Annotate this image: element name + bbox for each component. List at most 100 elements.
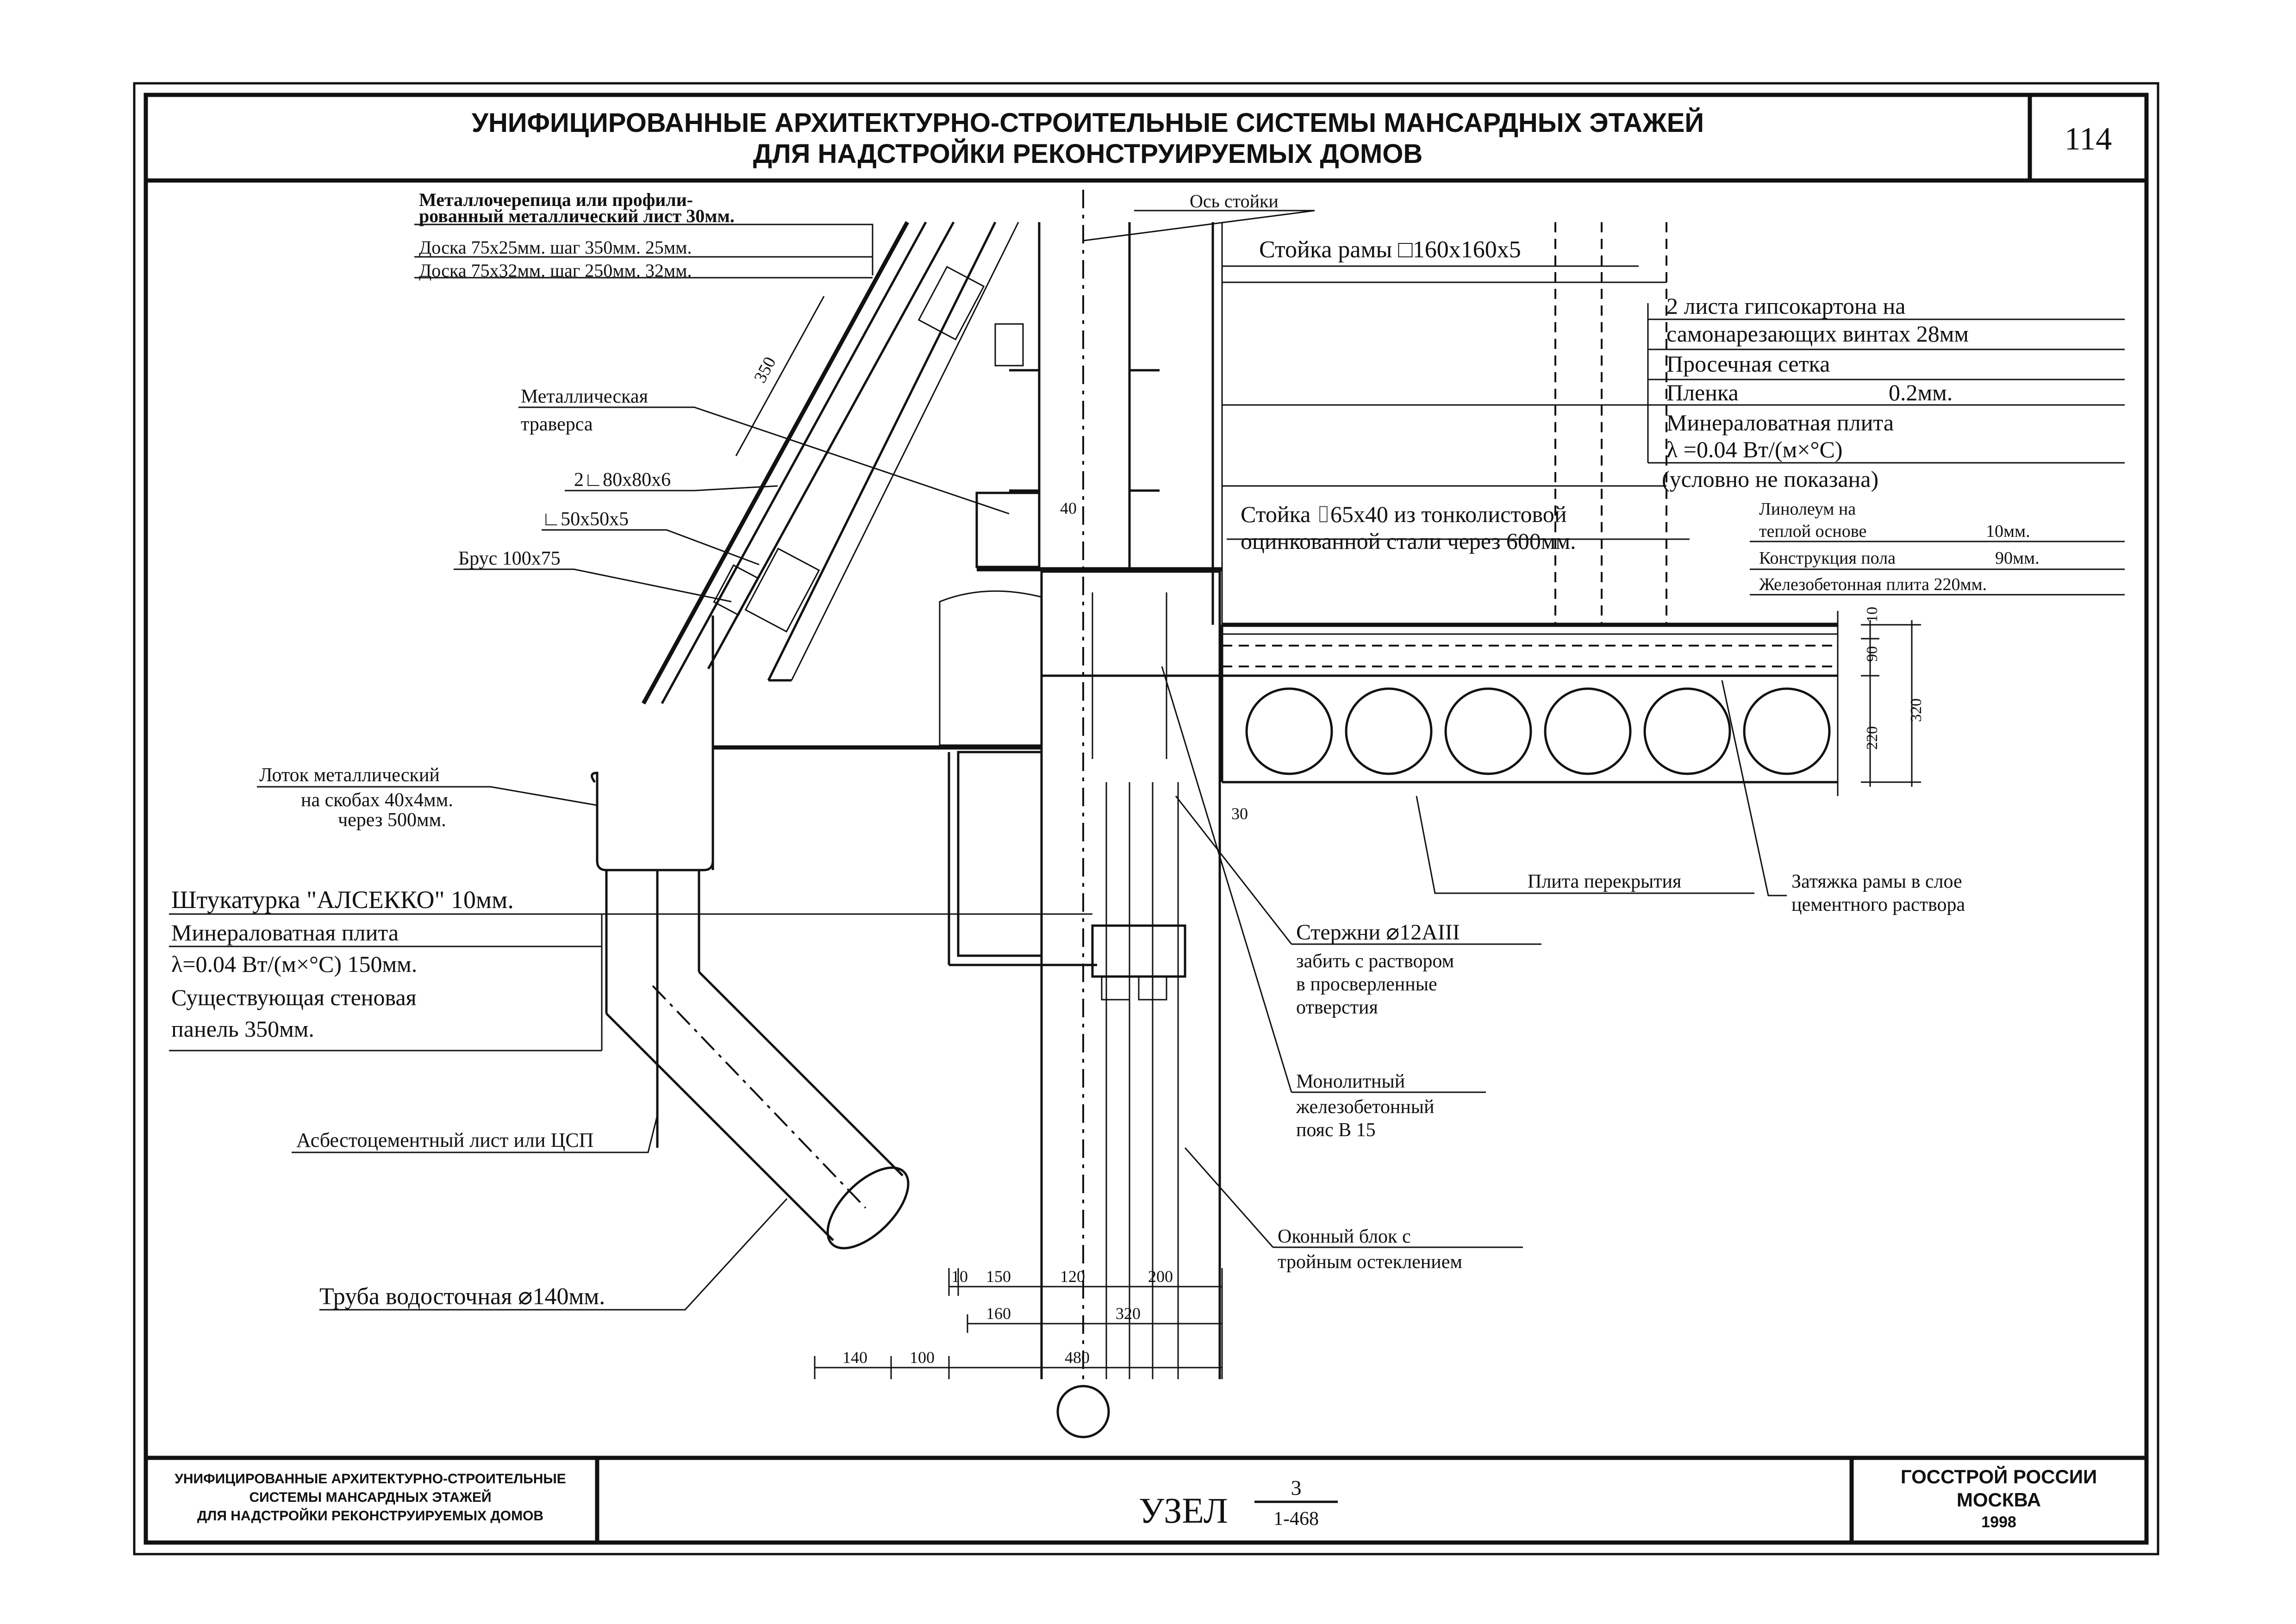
hollow-core-2 bbox=[1345, 687, 1433, 775]
dim-220-vertical: 220 bbox=[1864, 726, 1881, 750]
downpipe-axis bbox=[652, 985, 867, 1209]
leader-asbestos bbox=[292, 1115, 658, 1153]
roof-layer-2: Доска 75х25мм. шаг 350мм. 25мм. bbox=[419, 237, 692, 258]
roof-batten-block-2 bbox=[744, 548, 820, 633]
leader-angle-pair bbox=[565, 485, 778, 492]
stud-line2: оцинкованной стали через 600мм. bbox=[1241, 528, 1576, 554]
tie-line1: Затяжка рамы в слое bbox=[1791, 871, 1962, 892]
dim-row1-b: 150 bbox=[986, 1267, 1011, 1286]
leader-tie bbox=[1721, 680, 1787, 896]
hollow-core-3 bbox=[1444, 687, 1532, 775]
roof-batten-line bbox=[661, 221, 927, 704]
angle-pair-label: 2∟80х80х6 bbox=[574, 469, 671, 491]
title-block: УНИФИЦИРОВАННЫЕ АРХИТЕКТУРНО-СТРОИТЕЛЬНЫ… bbox=[146, 1456, 2146, 1543]
node-number: 3 bbox=[1291, 1476, 1302, 1500]
leader-traverse bbox=[518, 406, 1010, 515]
node-reference: 1-468 bbox=[1273, 1508, 1319, 1530]
year: 1998 bbox=[1981, 1513, 2016, 1531]
leader-downpipe bbox=[319, 1198, 788, 1311]
dim-row2-b: 320 bbox=[1116, 1304, 1141, 1323]
sheet-title-line2: ДЛЯ НАДСТРОЙКИ РЕКОНСТРУИРУЕМЫХ ДОМОВ bbox=[753, 139, 1423, 169]
roof-layer-3: Доска 75х32мм. шаг 250мм. 32мм. bbox=[419, 260, 692, 281]
downpipe-left bbox=[605, 1013, 834, 1241]
dim-10-vertical: 10 bbox=[1864, 607, 1881, 622]
gutter bbox=[591, 772, 714, 871]
leader-beam bbox=[454, 568, 732, 603]
gutter-line1: Лоток металлический bbox=[259, 765, 440, 786]
beam-label: Брус 100х75 bbox=[458, 548, 561, 569]
downpipe-label: Труба водосточная ⌀140мм. bbox=[319, 1283, 605, 1310]
hollow-core-slab bbox=[1245, 687, 1831, 775]
belt-line2: железобетонный bbox=[1296, 1096, 1434, 1118]
roof-board-line-2 bbox=[767, 221, 997, 681]
dim-30: 30 bbox=[1231, 804, 1248, 823]
asbestos-label: Асбестоцементный лист или ЦСП bbox=[296, 1129, 593, 1151]
wool-line2: λ =0.04 Вт/(м×°С) bbox=[1666, 436, 1843, 462]
leader-roof-1 bbox=[414, 224, 873, 275]
traverse-line2: траверса bbox=[521, 414, 593, 435]
ext-wool-line2: λ=0.04 Вт/(м×°С) 150мм. bbox=[171, 951, 417, 977]
traverse-line1: Металлическая bbox=[521, 386, 648, 407]
roof-batten-block-1 bbox=[917, 266, 985, 341]
roof-batten-block-3 bbox=[713, 564, 759, 616]
leader-angle-single bbox=[542, 529, 760, 566]
window-line1-label: Оконный блок с bbox=[1278, 1226, 1411, 1247]
tb-left-line2: СИСТЕМЫ МАНСАРДНЫХ ЭТАЖЕЙ bbox=[249, 1489, 491, 1505]
dim-row3-b: 100 bbox=[910, 1348, 935, 1367]
window-sash-2 bbox=[1138, 976, 1167, 1001]
traverse-plate bbox=[975, 492, 1041, 568]
mesh-label: Просечная сетка bbox=[1666, 351, 1830, 377]
dim-row1-a: 10 bbox=[951, 1267, 968, 1286]
dim-row1-c: 120 bbox=[1060, 1267, 1085, 1286]
hollow-core-5 bbox=[1643, 687, 1731, 775]
window-line2-label: тройным остеклением bbox=[1278, 1251, 1462, 1273]
wool-line3: (условно не показана) bbox=[1662, 466, 1878, 492]
floor-thickness: 90мм. bbox=[1995, 548, 2040, 568]
axis-marker-circle bbox=[1056, 1385, 1110, 1438]
dim-350-line bbox=[735, 296, 825, 456]
roof-sheet-line bbox=[642, 221, 909, 705]
tb-left-line1: УНИФИЦИРОВАННЫЕ АРХИТЕКТУРНО-СТРОИТЕЛЬНЫ… bbox=[175, 1471, 566, 1487]
angle-single-label: ∟50х50х5 bbox=[542, 509, 629, 530]
page-number: 114 bbox=[2065, 121, 2112, 157]
sheet-title-line1: УНИФИЦИРОВАННЫЕ АРХИТЕКТУРНО-СТРОИТЕЛЬНЫ… bbox=[472, 108, 1704, 138]
plaster-label: Штукатурка "АЛСЕККО" 10мм. bbox=[171, 886, 514, 914]
belt-line3: пояс В 15 bbox=[1296, 1120, 1376, 1141]
callout-texts: Металлочерепица или профили- рованный ме… bbox=[171, 189, 2040, 1367]
ext-wool-line1: Минераловатная плита bbox=[171, 920, 399, 946]
leader-gutter bbox=[257, 786, 598, 806]
axis-label: Ось стойки bbox=[1190, 191, 1279, 212]
panel-line2: панель 350мм. bbox=[171, 1016, 314, 1042]
window-sash-1 bbox=[1101, 976, 1130, 1001]
inner-frame bbox=[144, 93, 2149, 1545]
gypsum-line2: самонарезающих винтах 28мм bbox=[1666, 321, 1969, 347]
lino-thickness: 10мм. bbox=[1986, 522, 2030, 541]
dim-row3-c: 480 bbox=[1065, 1348, 1090, 1367]
slab-rc-label: Железобетонная плита 220мм. bbox=[1759, 575, 1987, 594]
dim-ticks-bottom bbox=[814, 1268, 1223, 1379]
org-line2: МОСКВА bbox=[1957, 1489, 2041, 1511]
dim-row2-a: 160 bbox=[986, 1304, 1011, 1323]
node-label: УЗЕЛ bbox=[1139, 1490, 1228, 1531]
floor-construction-label: Конструкция пола bbox=[1759, 548, 1896, 568]
rods-line2: забить с раствором bbox=[1296, 951, 1454, 972]
roof-layer-1b: рованный металлический лист 30мм. bbox=[419, 205, 735, 226]
detail-geometry: 350 bbox=[591, 190, 1921, 1438]
belt-line1: Монолитный bbox=[1296, 1071, 1405, 1092]
gutter-line2: на скобах 40х4мм. bbox=[301, 790, 453, 811]
tb-left-line3: ДЛЯ НАДСТРОЙКИ РЕКОНСТРУИРУЕМЫХ ДОМОВ bbox=[197, 1508, 543, 1524]
dim-90-vertical: 90 bbox=[1864, 646, 1881, 662]
leader-axis bbox=[1083, 210, 1315, 242]
hollow-core-1 bbox=[1245, 687, 1333, 775]
dim-row1-d: 200 bbox=[1148, 1267, 1173, 1286]
leader-lines bbox=[169, 210, 2125, 1311]
org-line1: ГОССТРОЙ РОССИИ bbox=[1901, 1465, 2097, 1487]
wool-line1: Минераловатная плита bbox=[1666, 410, 1894, 436]
frame-post-label: Стойка рамы □160х160х5 bbox=[1259, 236, 1521, 263]
angle-80-right bbox=[1128, 369, 1160, 492]
rods-line4: отверстия bbox=[1296, 997, 1378, 1018]
leader-slab bbox=[1416, 796, 1754, 894]
dim-350: 350 bbox=[750, 354, 780, 386]
dim-320-vertical: 320 bbox=[1908, 698, 1925, 722]
